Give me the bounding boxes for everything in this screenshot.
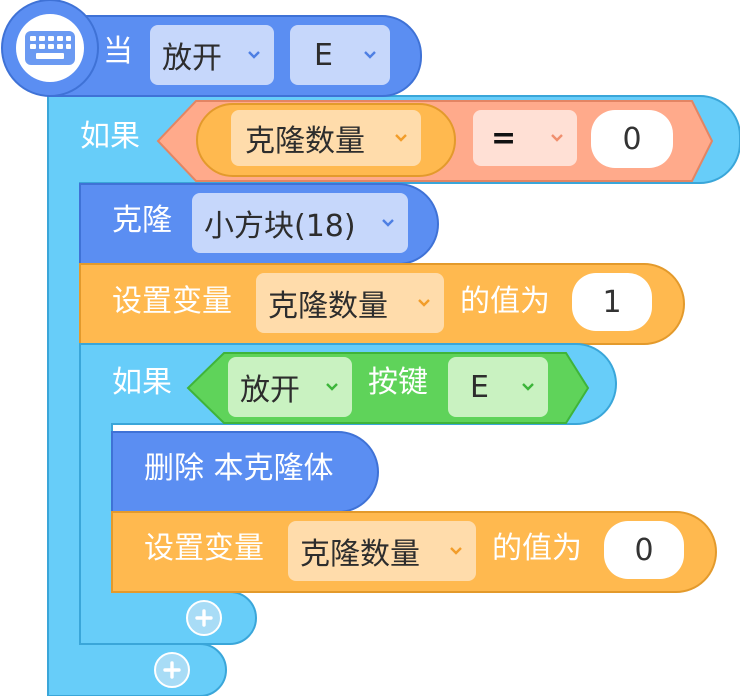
set-value-input[interactable]: 1	[572, 273, 652, 331]
event-dropdown[interactable]: 放开	[150, 25, 274, 85]
clone-label: 克隆	[112, 203, 172, 238]
chevron-down-icon	[326, 383, 338, 391]
value-to-label: 的值为	[460, 284, 550, 319]
chevron-down-icon	[248, 51, 260, 59]
add-block-outer-button[interactable]	[154, 652, 190, 688]
key-event-dropdown[interactable]: 放开	[228, 357, 352, 417]
chevron-down-icon	[522, 383, 534, 391]
set-variable-label: 设置变量	[144, 531, 264, 566]
chevron-down-icon	[382, 219, 394, 227]
delete-clone-block-shape	[111, 431, 380, 513]
set-variable-dropdown[interactable]: 克隆数量	[256, 273, 444, 333]
chevron-down-icon	[418, 299, 430, 307]
when-label: 当	[103, 34, 133, 69]
clone-target-value: 小方块(18)	[204, 209, 356, 244]
if-label: 如果	[80, 119, 140, 154]
key-select-dropdown[interactable]: E	[448, 357, 548, 417]
key-dropdown[interactable]: E	[290, 25, 390, 85]
plus-icon	[163, 661, 181, 679]
operator-dropdown-value: =	[491, 120, 517, 156]
add-block-inner-button[interactable]	[186, 600, 222, 636]
chevron-down-icon	[551, 134, 563, 142]
set-variable-dropdown-value: 克隆数量	[268, 289, 388, 324]
key-select-dropdown-value: E	[470, 369, 489, 405]
set-variable-dropdown-value: 克隆数量	[300, 537, 420, 572]
key-label: 按键	[368, 365, 428, 400]
chevron-down-icon	[364, 51, 376, 59]
variable-dropdown[interactable]: 克隆数量	[231, 110, 421, 166]
set-variable-dropdown[interactable]: 克隆数量	[288, 521, 476, 581]
operator-dropdown[interactable]: =	[473, 110, 577, 166]
key-event-dropdown-value: 放开	[240, 373, 300, 408]
set-variable-label: 设置变量	[112, 284, 232, 319]
compare-value-input[interactable]: 0	[591, 110, 673, 168]
chevron-down-icon	[395, 134, 407, 142]
value-to-label: 的值为	[492, 531, 582, 566]
key-dropdown-value: E	[314, 37, 333, 73]
clone-target-dropdown[interactable]: 小方块(18)	[192, 193, 408, 253]
delete-clone-label: 删除 本克隆体	[144, 451, 334, 486]
keyboard-icon	[25, 31, 75, 65]
event-dropdown-value: 放开	[162, 41, 222, 76]
if-label: 如果	[112, 365, 172, 400]
set-value-input[interactable]: 0	[604, 521, 684, 579]
variable-dropdown-value: 克隆数量	[245, 124, 365, 159]
chevron-down-icon	[450, 547, 462, 555]
plus-icon	[195, 609, 213, 627]
